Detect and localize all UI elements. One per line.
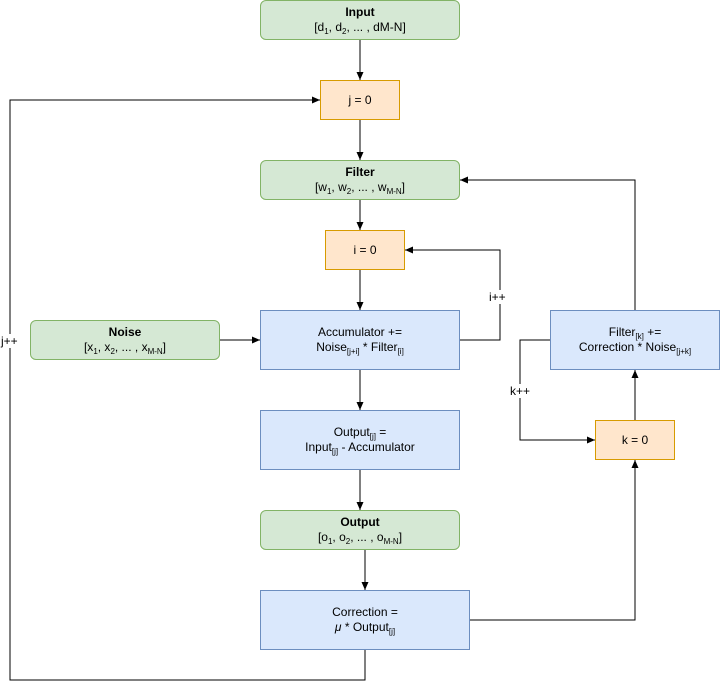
j-init-node: j = 0 bbox=[320, 80, 400, 120]
k-init-node: k = 0 bbox=[595, 420, 675, 460]
noise-content: [x1, x2, ... , xM-N] bbox=[83, 340, 167, 356]
filter-update-line-1: Filter[k] += bbox=[608, 325, 662, 341]
filter-update-node: Filter[k] += Correction * Noise[j+k] bbox=[550, 310, 720, 370]
k-increment-label: k++ bbox=[509, 384, 532, 398]
output-node: Output [o1, o2, ... , oM-N] bbox=[260, 510, 460, 550]
output-title: Output bbox=[340, 515, 380, 529]
input-node: Input [d1, d2, ... , dM-N] bbox=[260, 0, 460, 40]
accumulator-node: Accumulator += Noise[j+i] * Filter[i] bbox=[260, 310, 460, 370]
k-init-label: k = 0 bbox=[621, 432, 649, 447]
noise-node: Noise [x1, x2, ... , xM-N] bbox=[30, 320, 220, 360]
edge-correction-loop-j bbox=[9, 96, 366, 681]
j-increment-label: j++ bbox=[0, 334, 19, 348]
output-calc-line-2: Input[j] - Accumulator bbox=[305, 440, 415, 456]
accumulator-line-1: Accumulator += bbox=[317, 325, 403, 339]
accumulator-line-2: Noise[j+i] * Filter[i] bbox=[316, 340, 404, 356]
edge-filter-update-to-filter bbox=[460, 176, 636, 310]
output-calc-node: Output[j] = Input[j] - Accumulator bbox=[260, 410, 460, 470]
correction-line-2: μ * Output[j] bbox=[334, 620, 396, 636]
input-title: Input bbox=[345, 5, 375, 19]
filter-content: [w1, w2, ... , wM-N] bbox=[314, 180, 406, 196]
output-calc-line-1: Output[j] = bbox=[333, 425, 387, 441]
filter-update-line-2: Correction * Noise[j+k] bbox=[578, 340, 692, 356]
filter-node: Filter [w1, w2, ... , wM-N] bbox=[260, 160, 460, 200]
input-content: [d1, d2, ... , dM-N] bbox=[314, 20, 406, 36]
filter-title: Filter bbox=[345, 165, 375, 179]
i-init-label: i = 0 bbox=[353, 242, 377, 257]
correction-node: Correction = μ * Output[j] bbox=[260, 590, 470, 650]
i-increment-label: i++ bbox=[488, 290, 507, 304]
edge-correction-to-k-init bbox=[470, 460, 639, 621]
output-content: [o1, o2, ... , oM-N] bbox=[317, 530, 403, 546]
j-init-label: j = 0 bbox=[348, 92, 372, 107]
noise-title: Noise bbox=[108, 325, 142, 339]
correction-line-1: Correction = bbox=[332, 605, 398, 619]
i-init-node: i = 0 bbox=[325, 230, 405, 270]
